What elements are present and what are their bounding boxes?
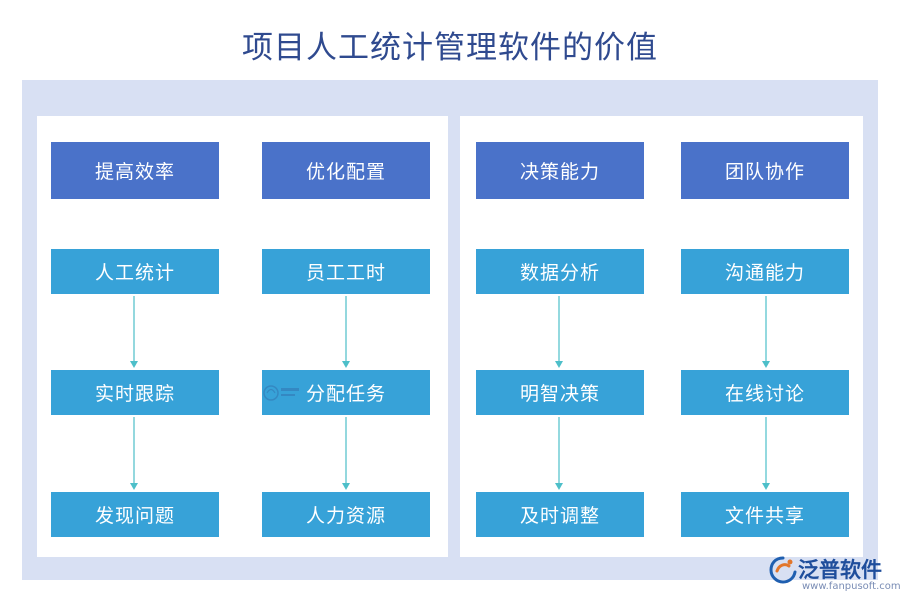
item-box: 数据分析 xyxy=(476,249,644,294)
header-box-allocation: 优化配置 xyxy=(262,142,430,199)
page-title: 项目人工统计管理软件的价值 xyxy=(242,30,658,66)
item-box: 在线讨论 xyxy=(681,370,849,415)
header-box-collaboration: 团队协作 xyxy=(681,142,849,199)
item-box: 实时跟踪 xyxy=(51,370,219,415)
item-box: 员工工时 xyxy=(262,249,430,294)
logo-name: 泛普软件 xyxy=(798,558,882,582)
item-box: 文件共享 xyxy=(681,492,849,537)
item-box: 分配任务 xyxy=(262,370,430,415)
brand-logo: 泛普软件 www.fanpusoft.com xyxy=(768,553,900,597)
logo-url: www.fanpusoft.com xyxy=(802,581,900,592)
header-box-decision: 决策能力 xyxy=(476,142,644,199)
item-box: 及时调整 xyxy=(476,492,644,537)
watermark-logo xyxy=(263,381,307,409)
logo-swirl-icon xyxy=(769,556,797,584)
item-box: 沟通能力 xyxy=(681,249,849,294)
item-box: 人工统计 xyxy=(51,249,219,294)
header-box-efficiency: 提高效率 xyxy=(51,142,219,199)
item-box: 发现问题 xyxy=(51,492,219,537)
item-box: 人力资源 xyxy=(262,492,430,537)
item-box: 明智决策 xyxy=(476,370,644,415)
